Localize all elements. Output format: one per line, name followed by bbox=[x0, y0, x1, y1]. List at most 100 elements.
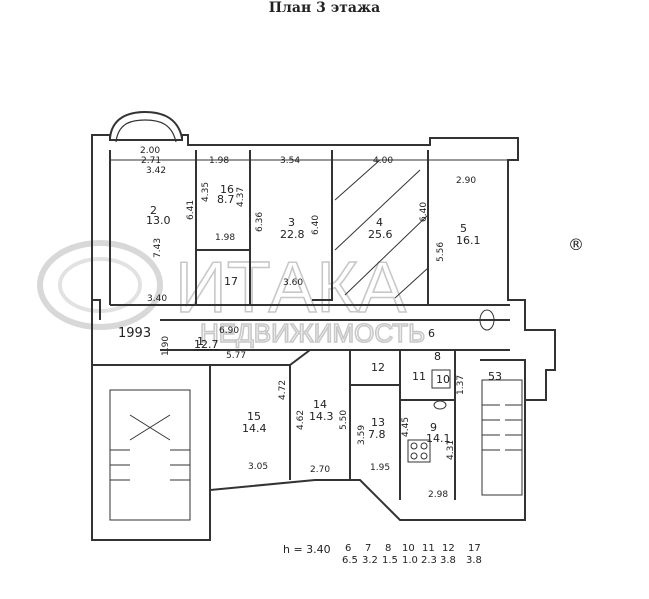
legend-area: 1.0 bbox=[402, 555, 418, 566]
room-15-top-wall bbox=[210, 349, 311, 366]
dim-1-90: 1.90 bbox=[161, 336, 171, 356]
room-13-number: 13 bbox=[371, 416, 385, 429]
dim-4-31: 4.31 bbox=[446, 440, 456, 460]
legend-area: 3.2 bbox=[362, 555, 378, 566]
room-12-number: 12 bbox=[371, 361, 385, 374]
burner-icon bbox=[410, 442, 418, 450]
watermark: ИТАКА ® 1993 НЕДВИЖИМОСТЬ bbox=[37, 235, 584, 349]
room-17-number: 17 bbox=[224, 275, 238, 288]
dim-6-40-room-4: 6.40 bbox=[419, 202, 429, 222]
walls bbox=[91, 110, 556, 541]
dimension-labels: 2.00 2.71 3.42 1.98 3.54 4.00 2.90 1.98 … bbox=[140, 146, 476, 500]
room-1-area: 12.7 bbox=[194, 338, 219, 351]
legend-num: 12 bbox=[442, 543, 455, 554]
room-4-number: 4 bbox=[376, 216, 383, 229]
stair-right-frame bbox=[481, 379, 523, 496]
room-15-area: 14.4 bbox=[242, 422, 267, 435]
hatch-line bbox=[344, 214, 429, 296]
stairwell-right bbox=[481, 379, 523, 496]
room-labels: 1 12.7 2 13.0 3 22.8 4 25.6 5 16.1 6 8 9… bbox=[146, 183, 502, 445]
dim-3-42: 3.42 bbox=[146, 166, 166, 176]
hatch-line bbox=[334, 169, 421, 251]
legend: h = 3.40 6 6.5 7 3.2 8 1.5 10 1.0 11 2.3… bbox=[283, 543, 482, 566]
left-wall bbox=[91, 135, 101, 320]
legend-num: 7 bbox=[365, 543, 371, 554]
room-16-number: 16 bbox=[220, 183, 234, 196]
dim-4-62: 4.62 bbox=[296, 410, 306, 430]
dim-3-60: 3.60 bbox=[283, 278, 303, 288]
room-6-number: 6 bbox=[428, 327, 435, 340]
room-1-number: 1 bbox=[197, 335, 204, 348]
bay-window-outer bbox=[109, 110, 183, 139]
stair-53-wall bbox=[480, 359, 526, 520]
dim-1-98-bottom: 1.98 bbox=[215, 233, 235, 243]
basin-icon bbox=[433, 400, 447, 410]
room-15-number: 15 bbox=[247, 410, 261, 423]
dim-5-50: 5.50 bbox=[339, 410, 349, 430]
room-14-area: 14.3 bbox=[309, 410, 334, 423]
stair-left-frame bbox=[109, 389, 191, 521]
dim-3-59: 3.59 bbox=[357, 425, 367, 445]
dim-4-72: 4.72 bbox=[278, 380, 288, 400]
room-4-hatch bbox=[334, 159, 429, 299]
outer-wall bbox=[91, 134, 556, 541]
dim-6-90: 6.90 bbox=[219, 326, 239, 336]
dim-2-71: 2.71 bbox=[141, 156, 161, 166]
legend-prefix: h = 3.40 bbox=[283, 543, 331, 556]
stair-x-line bbox=[129, 414, 171, 441]
dim-6-36: 6.36 bbox=[255, 212, 265, 232]
room-9-area: 14.1 bbox=[426, 432, 451, 445]
legend-area: 3.8 bbox=[466, 555, 482, 566]
dim-2-00: 2.00 bbox=[140, 146, 160, 156]
burner-icon bbox=[410, 452, 418, 460]
legend-num: 10 bbox=[402, 543, 415, 554]
watermark-logo-icon bbox=[37, 240, 163, 330]
wall-3-4 bbox=[312, 150, 333, 301]
dim-1-37: 1.37 bbox=[456, 375, 466, 395]
watermark-registered-mark: ® bbox=[568, 235, 584, 254]
dim-1-98-top: 1.98 bbox=[209, 156, 229, 166]
burner-icon bbox=[420, 442, 428, 450]
dim-2-98: 2.98 bbox=[428, 490, 448, 500]
burner-icon bbox=[420, 452, 428, 460]
legend-area: 2.3 bbox=[421, 555, 437, 566]
legend-num: 17 bbox=[468, 543, 481, 554]
hatch-line bbox=[394, 267, 429, 299]
dim-2-90: 2.90 bbox=[456, 176, 476, 186]
dim-4-37: 4.37 bbox=[236, 187, 246, 207]
dim-3-40: 3.40 bbox=[147, 294, 167, 304]
dim-6-40-room-3: 6.40 bbox=[311, 215, 321, 235]
watermark-year: 1993 bbox=[118, 326, 151, 341]
toilet-icon bbox=[431, 369, 451, 389]
dim-4-45: 4.45 bbox=[401, 417, 411, 437]
stairwell-left bbox=[109, 389, 191, 521]
dim-5-77: 5.77 bbox=[226, 351, 246, 361]
room-14-number: 14 bbox=[313, 398, 327, 411]
dim-2-70: 2.70 bbox=[310, 465, 330, 475]
legend-area: 3.8 bbox=[440, 555, 456, 566]
room-9-number: 9 bbox=[430, 421, 437, 434]
watermark-subtitle: НЕДВИЖИМОСТЬ bbox=[200, 318, 425, 348]
dim-4-00: 4.00 bbox=[373, 156, 393, 166]
legend-area: 1.5 bbox=[382, 555, 398, 566]
bay-window-inner bbox=[115, 119, 177, 143]
legend-num: 8 bbox=[385, 543, 391, 554]
room-5-area: 16.1 bbox=[456, 234, 481, 247]
room-53-number: 53 bbox=[488, 370, 502, 383]
dim-4-35: 4.35 bbox=[201, 182, 211, 202]
dim-7-43: 7.43 bbox=[153, 238, 163, 258]
room-5-number: 5 bbox=[460, 222, 467, 235]
dim-1-95: 1.95 bbox=[370, 463, 390, 473]
room-4-area: 25.6 bbox=[368, 228, 393, 241]
room-10-number: 10 bbox=[436, 373, 450, 386]
fixtures bbox=[407, 309, 495, 463]
legend-num: 6 bbox=[345, 543, 351, 554]
room-2-number: 2 bbox=[150, 204, 157, 217]
room-16-area: 8.7 bbox=[217, 193, 235, 206]
hatch-line bbox=[334, 159, 381, 201]
dim-3-05: 3.05 bbox=[248, 462, 268, 472]
sink-icon bbox=[479, 309, 495, 331]
room-8-number: 8 bbox=[434, 350, 441, 363]
